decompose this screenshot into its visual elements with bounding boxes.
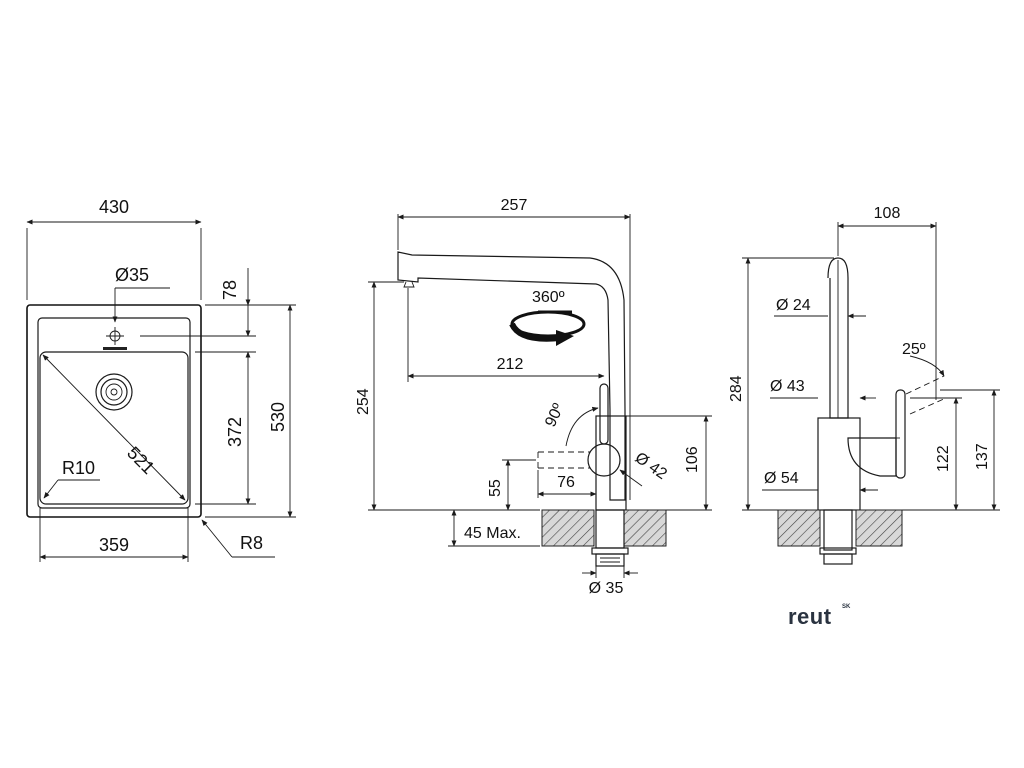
tap-lever [599,383,609,445]
sink-outer-rim [26,304,202,518]
inner-radius-label: R10 [62,458,95,478]
spout-height-label: 254 [355,388,372,415]
bowl-depth-label: 372 [225,417,245,447]
base-diameter-label: Ø 35 [589,580,624,597]
diagonal-dimension-line [42,354,186,501]
tap-side-view: 90º 360º 257 212 254 106 Ø 42 [355,197,712,597]
front-lever-height-label: 122 [935,445,952,472]
brand-suffix: SK [842,604,851,610]
brand-logo: reut SK [788,604,851,629]
lever-joint [587,443,621,477]
front-shank [823,509,853,551]
worktop-section-right [623,509,667,547]
front-body [817,417,861,511]
front-lever [895,389,906,479]
body-diameter-label: Ø 43 [770,378,805,395]
lever-length-label: 76 [557,474,575,491]
front-stem [827,257,849,419]
body-height-label: 106 [684,446,701,473]
reach-label: 257 [501,197,528,214]
brand-name: reut [788,604,832,629]
sink-width-label: 430 [99,197,129,217]
outer-radius-label: R8 [240,533,263,553]
tap-shank [595,509,625,549]
spout-reach-label: 212 [497,356,524,373]
tap-hole-label: Ø35 [115,265,149,285]
tap-front-view: 25º 108 284 Ø 24 Ø 43 Ø 54 122 137 [728,205,1000,565]
worktop-section-left [541,509,595,547]
sink-bowl [39,351,189,505]
lever-angle-label: 90º [542,401,567,430]
lever-diameter-label: Ø 42 [632,449,670,483]
drain-icon [95,373,133,411]
spout-outline [397,251,626,501]
stem-diameter-label: Ø 24 [776,297,811,314]
head-offset-label: 108 [874,205,901,222]
tap-hole-icon [106,327,124,345]
front-worktop-section-left [777,509,821,547]
sink-height-label: 530 [268,402,288,432]
front-base-diameter-label: Ø 54 [764,470,799,487]
rotation-icon [509,310,586,346]
sink-plan-view: 521 430 Ø35 78 372 530 R10 35 [26,197,296,562]
sink-inner-rim [37,317,191,509]
max-thickness-label: 45 Max. [464,525,521,542]
front-lever-angle-label: 25º [902,341,926,358]
lever-height-label: 55 [487,479,504,497]
total-height-label: 284 [728,375,745,402]
overflow-slot [103,347,127,350]
rotation-label: 360º [532,289,565,306]
tap-offset-label: 78 [220,280,240,300]
lever-top-label: 137 [974,443,991,470]
front-worktop-section-right [855,509,903,547]
diagonal-label: 521 [123,443,158,478]
inner-width-label: 359 [99,535,129,555]
